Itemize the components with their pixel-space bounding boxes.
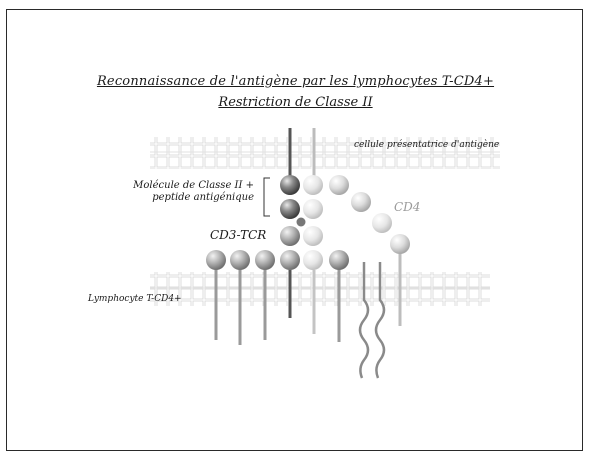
cd3-tcr-label: CD3-TCR xyxy=(210,228,267,242)
slide-subtitle: Restriction de Classe II xyxy=(218,95,373,110)
zeta-chains xyxy=(358,262,386,379)
transmembrane-stalks xyxy=(214,270,341,345)
cd4-label: CD4 xyxy=(394,200,421,214)
cd4-molecule xyxy=(329,175,410,326)
apc-membrane xyxy=(150,137,500,169)
tcr-mhc-diagram xyxy=(150,128,500,379)
lymphocyte-membrane xyxy=(150,272,490,306)
mhc-alpha1-domain xyxy=(280,175,300,195)
apc-label: cellule présentatrice d'antigène xyxy=(354,140,500,150)
mhc-beta2-domain xyxy=(303,199,323,219)
tcr-molecule xyxy=(280,226,323,270)
mhc-beta1-domain xyxy=(303,175,323,195)
mhc-anchors xyxy=(288,128,316,180)
slide-title: Reconnaissance de l'antigène par les lym… xyxy=(96,74,495,89)
mhc-class-ii-molecule xyxy=(280,175,323,227)
lymphocyte-label: Lymphocyte T-CD4+ xyxy=(88,294,182,304)
mhc-label-line1: Molécule de Classe II + xyxy=(133,180,254,191)
mhc-label-line2: peptide antigénique xyxy=(152,192,254,203)
mhc-class-ii-label: Molécule de Classe II + peptide antigéni… xyxy=(126,180,254,204)
cd3-complex xyxy=(206,250,349,270)
antigen-peptide xyxy=(296,217,306,227)
mhc-bracket xyxy=(263,177,270,217)
mhc-alpha2-domain xyxy=(280,199,300,219)
